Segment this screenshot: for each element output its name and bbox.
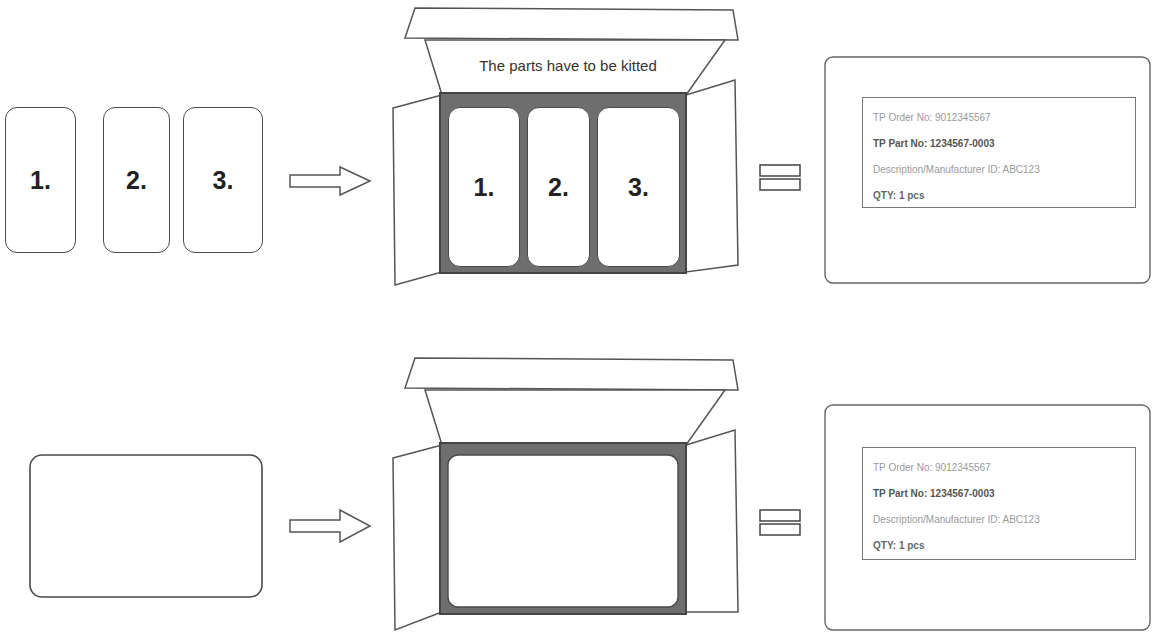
- label-field: QTY: 1 pcs: [873, 190, 1135, 201]
- label-field: Description/Manufacturer ID: ABC123: [873, 164, 1135, 175]
- part-label: TP Order No: 9012345567 TP Part No: 12345…: [862, 447, 1136, 560]
- part-number: 2.: [126, 166, 147, 195]
- hollow-arrow: [290, 167, 370, 195]
- equals-sign: [760, 179, 800, 190]
- label-card: [825, 57, 1150, 283]
- label-field: Description/Manufacturer ID: ABC123: [873, 514, 1135, 525]
- box-lid: [405, 8, 738, 40]
- label-field: TP Part No: 1234567-0003: [873, 488, 1135, 499]
- box-tray: [440, 93, 686, 273]
- equals-sign: [760, 165, 800, 176]
- box-flap: [393, 445, 442, 630]
- part-box: 1.: [5, 107, 76, 253]
- part-number: 2.: [548, 173, 569, 202]
- part-number: 1.: [30, 166, 51, 195]
- box-flap: [686, 430, 738, 612]
- box-flap: [393, 95, 442, 285]
- kit-note: The parts have to be kitted: [433, 57, 703, 74]
- kitted-part: [448, 455, 678, 607]
- label-card: [825, 405, 1150, 630]
- hollow-arrow: [290, 510, 370, 542]
- box-tray: [440, 443, 686, 614]
- part-box: 2.: [527, 107, 590, 267]
- part-box: 3.: [597, 107, 680, 267]
- box-flap: [686, 80, 738, 272]
- part-box: 2.: [103, 107, 170, 253]
- label-field: QTY: 1 pcs: [873, 540, 1135, 551]
- box-lid: [405, 358, 738, 390]
- part-outline: [30, 455, 262, 597]
- part-number: 3.: [213, 166, 234, 195]
- equals-sign: [760, 510, 800, 521]
- box-lid-panel: [425, 40, 725, 95]
- kit-box: The parts have to be kitted 1. 2. 3.: [393, 5, 739, 287]
- label-field: TP Order No: 9012345567: [873, 112, 1135, 123]
- part-label: TP Order No: 9012345567 TP Part No: 12345…: [862, 97, 1136, 208]
- equals-sign: [760, 524, 800, 535]
- part-number: 3.: [628, 173, 649, 202]
- label-field: TP Part No: 1234567-0003: [873, 138, 1135, 149]
- box-lid-panel: [425, 390, 725, 445]
- part-number: 1.: [474, 173, 495, 202]
- label-field: TP Order No: 9012345567: [873, 462, 1135, 473]
- part-box: 3.: [183, 107, 263, 253]
- part-box: 1.: [448, 107, 520, 267]
